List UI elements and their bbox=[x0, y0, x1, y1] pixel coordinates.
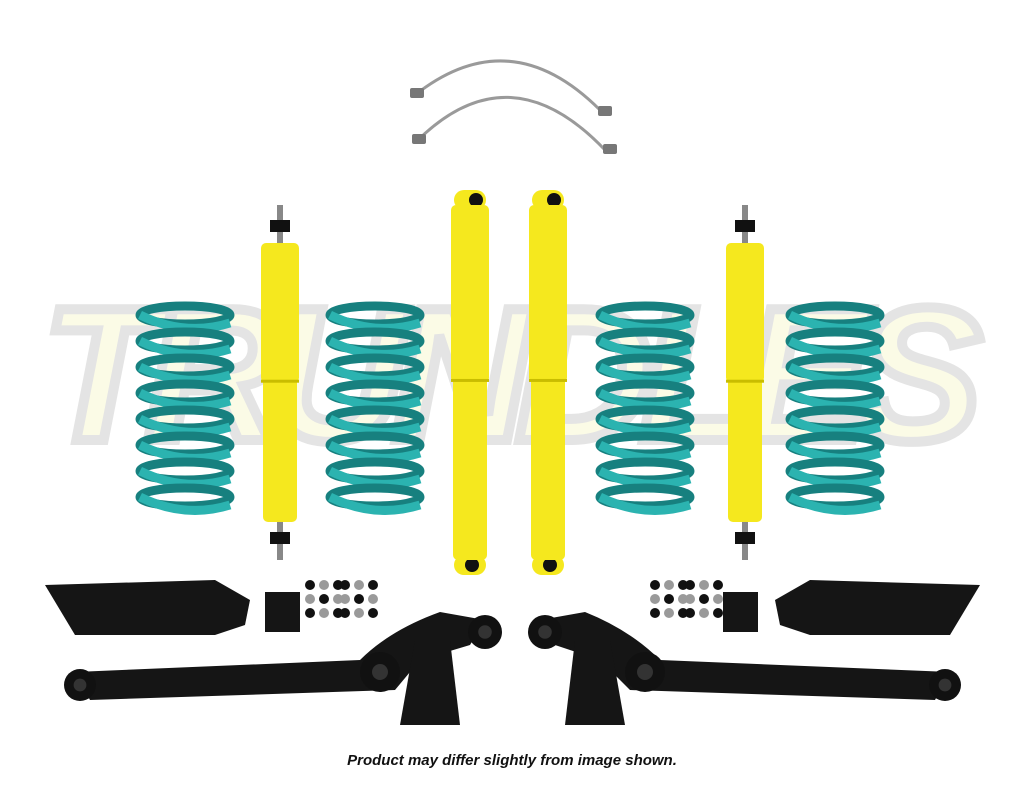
bracket bbox=[723, 592, 758, 632]
spring-coil bbox=[788, 492, 882, 515]
arm-bushing-hole bbox=[73, 678, 87, 692]
shock-lower-body bbox=[453, 375, 487, 560]
hardware-nut bbox=[650, 594, 660, 604]
shock-absorber bbox=[726, 205, 764, 560]
hardware-nut bbox=[664, 594, 674, 604]
hardware-nut bbox=[678, 594, 688, 604]
shock-bushing bbox=[465, 558, 479, 572]
hardware-nut bbox=[368, 580, 378, 590]
hardware-nut bbox=[333, 580, 343, 590]
hardware-nut bbox=[713, 580, 723, 590]
shock-seam bbox=[529, 378, 567, 382]
arm-bushing-hole bbox=[637, 664, 653, 680]
hardware-nut bbox=[354, 580, 364, 590]
shock-absorber bbox=[529, 190, 567, 575]
hardware-nut bbox=[685, 580, 695, 590]
hardware-nut bbox=[319, 594, 329, 604]
hardware-nut bbox=[319, 608, 329, 618]
disclaimer-caption: Product may differ slightly from image s… bbox=[347, 752, 677, 769]
hardware-nut bbox=[664, 580, 674, 590]
hardware-nut bbox=[340, 580, 350, 590]
hardware-nut bbox=[685, 608, 695, 618]
spring-coil bbox=[328, 492, 422, 515]
shock-lower-body bbox=[728, 376, 762, 522]
hardware-nut bbox=[305, 608, 315, 618]
mount-bracket bbox=[400, 640, 460, 725]
shock-seam bbox=[451, 378, 489, 382]
arm-bushing-hole bbox=[938, 678, 952, 692]
hardware-nut bbox=[713, 594, 723, 604]
hardware-nut bbox=[354, 594, 364, 604]
shock-bushing bbox=[270, 532, 290, 544]
shock-lower-body bbox=[263, 376, 297, 522]
hardware-nut bbox=[368, 608, 378, 618]
arm-bushing-hole bbox=[478, 625, 492, 639]
hardware-nut bbox=[319, 580, 329, 590]
hardware-nut bbox=[678, 580, 688, 590]
shock-upper-body bbox=[451, 205, 489, 383]
hardware-nut bbox=[699, 608, 709, 618]
hardware-nut bbox=[664, 608, 674, 618]
hardware-nut bbox=[333, 608, 343, 618]
shock-bushing bbox=[547, 193, 561, 207]
shock-bushing bbox=[735, 532, 755, 544]
brake-line-fitting bbox=[410, 88, 424, 98]
shock-bushing bbox=[735, 220, 755, 232]
shock-upper-body bbox=[529, 205, 567, 383]
shock-bushing bbox=[270, 220, 290, 232]
control-arms-and-brackets bbox=[45, 580, 980, 725]
bracket bbox=[265, 592, 300, 632]
arm-bushing-hole bbox=[372, 664, 388, 680]
brake-line bbox=[416, 96, 607, 152]
coil-spring bbox=[785, 301, 885, 515]
shock-bushing bbox=[469, 193, 483, 207]
arm-bushing-hole bbox=[538, 625, 552, 639]
shock-lower-body bbox=[531, 375, 565, 560]
shock-upper-body bbox=[726, 243, 764, 383]
spring-coil bbox=[138, 492, 232, 515]
shock-upper-body bbox=[261, 243, 299, 383]
shock-absorber bbox=[451, 190, 489, 575]
hardware-nut bbox=[699, 580, 709, 590]
hardware-nut bbox=[354, 608, 364, 618]
hardware-nut bbox=[368, 594, 378, 604]
brake-line-fitting bbox=[412, 134, 426, 144]
hardware-nut bbox=[699, 594, 709, 604]
hardware-nut bbox=[305, 580, 315, 590]
hardware-nut bbox=[340, 594, 350, 604]
coil-spring bbox=[595, 301, 695, 515]
coil-springs bbox=[135, 301, 885, 515]
hardware-nut bbox=[685, 594, 695, 604]
brake-line-fitting bbox=[603, 144, 617, 154]
brake-lines bbox=[410, 59, 617, 154]
hardware-nut bbox=[678, 608, 688, 618]
hardware-nut bbox=[713, 608, 723, 618]
hardware-nut bbox=[650, 608, 660, 618]
spring-coil bbox=[598, 492, 692, 515]
hardware-nut bbox=[340, 608, 350, 618]
hardware-nut bbox=[333, 594, 343, 604]
shock-bushing bbox=[543, 558, 557, 572]
hardware-nut bbox=[650, 580, 660, 590]
mount-bracket bbox=[565, 640, 625, 725]
shock-absorber bbox=[261, 205, 299, 560]
shock-absorbers bbox=[261, 190, 764, 575]
shock-seam bbox=[261, 379, 299, 383]
shock-seam bbox=[726, 379, 764, 383]
coil-spring bbox=[135, 301, 235, 515]
coil-spring bbox=[325, 301, 425, 515]
brake-line-fitting bbox=[598, 106, 612, 116]
brake-line bbox=[414, 59, 602, 112]
bracket bbox=[775, 580, 980, 635]
hardware-nut bbox=[305, 594, 315, 604]
bracket bbox=[45, 580, 250, 635]
